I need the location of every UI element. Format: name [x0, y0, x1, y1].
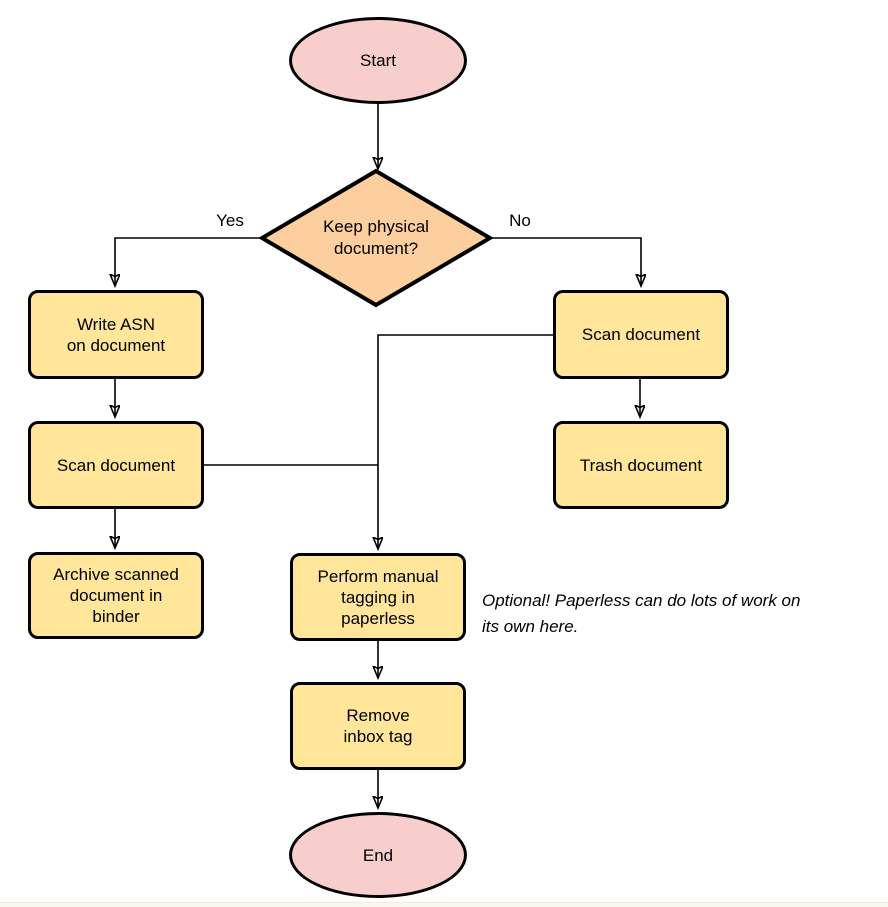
- annotation-optional-note: Optional! Paperless can do lots of work …: [482, 591, 801, 636]
- node-trash-document-label: Trash document: [579, 455, 703, 475]
- edge-decision-yes-to-write-asn: [115, 237, 263, 285]
- edge-scan-right-to-tagging: [378, 334, 553, 548]
- edge-decision-no-to-scan-right: [489, 237, 641, 285]
- node-scan-document-left-label: Scan document: [56, 455, 176, 475]
- bottom-edge-strip: [0, 902, 888, 907]
- edge-label-no: No: [498, 212, 542, 230]
- node-scan-document-left: Scan document: [28, 421, 204, 509]
- node-remove-inbox-tag: Remove inbox tag: [290, 682, 466, 770]
- node-start: Start: [289, 17, 467, 104]
- node-scan-document-right: Scan document: [553, 290, 729, 379]
- edge-label-yes: Yes: [208, 212, 252, 230]
- node-archive-binder: Archive scanned document in binder: [28, 552, 204, 639]
- node-end-label: End: [362, 845, 394, 865]
- node-trash-document: Trash document: [553, 421, 729, 509]
- node-manual-tagging: Perform manual tagging in paperless: [290, 553, 466, 641]
- node-write-asn-label: Write ASN on document: [66, 314, 166, 355]
- node-remove-inbox-tag-label: Remove inbox tag: [343, 706, 413, 746]
- node-manual-tagging-label: Perform manual tagging in paperless: [317, 566, 439, 628]
- node-archive-binder-label: Archive scanned document in binder: [53, 565, 179, 626]
- node-decision-label: Keep physical document?: [323, 217, 429, 258]
- node-start-label: Start: [360, 51, 396, 70]
- node-end: End: [289, 812, 467, 898]
- node-scan-document-right-label: Scan document: [581, 325, 701, 344]
- node-decision: Keep physical document?: [259, 168, 493, 308]
- decision-diamond-shape: [259, 168, 493, 308]
- node-write-asn: Write ASN on document: [28, 290, 204, 379]
